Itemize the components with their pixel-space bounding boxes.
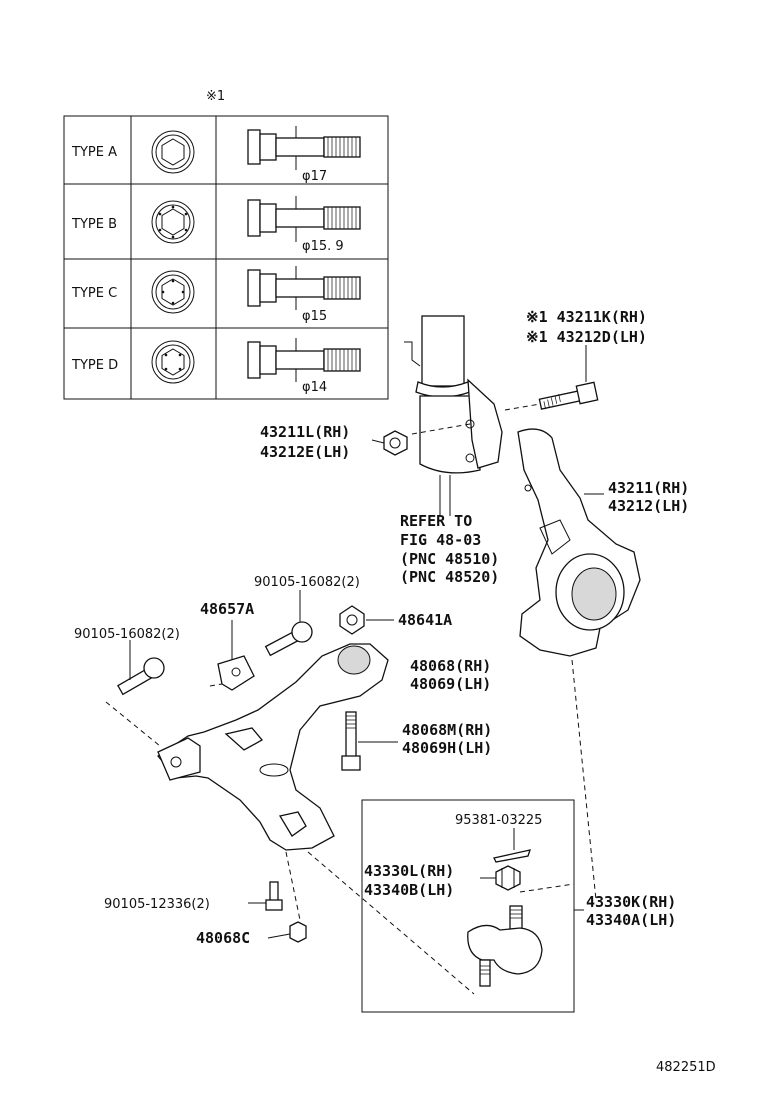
label-refer-3: (PNC 48510) bbox=[400, 550, 499, 568]
type-a-head-icon bbox=[151, 130, 195, 174]
arm-nut-icon bbox=[339, 605, 365, 635]
label-bolt-90105-c: 90105-12336(2) bbox=[104, 897, 210, 912]
label-ball-joint-rh: 43330K(RH) bbox=[586, 893, 676, 911]
type-b-label: TYPE B bbox=[71, 217, 117, 232]
ball-joint-icon bbox=[467, 905, 543, 987]
label-arm-bolt-rh: 48068M(RH) bbox=[402, 721, 492, 739]
label-nut-rh: 43211L(RH) bbox=[260, 423, 350, 441]
label-nut-lh: 43212E(LH) bbox=[260, 443, 350, 461]
type-a-label: TYPE A bbox=[71, 145, 117, 160]
label-arm-bolt-lh: 48069H(LH) bbox=[402, 739, 492, 757]
label-knuckle-lh: 43212(LH) bbox=[608, 497, 689, 515]
arm-bolt-icon bbox=[341, 711, 361, 771]
steering-knuckle bbox=[517, 428, 641, 657]
lower-control-arm bbox=[157, 643, 389, 851]
label-refer-4: (PNC 48520) bbox=[400, 568, 499, 586]
castle-nut-icon bbox=[495, 865, 521, 891]
strut-nut-icon bbox=[383, 430, 408, 456]
note-mark: ※1 bbox=[206, 89, 225, 104]
knuckle-bolt-icon bbox=[538, 381, 599, 410]
type-d-bolt-icon: φ14 bbox=[247, 338, 361, 395]
label-ball-joint-lh: 43340A(LH) bbox=[586, 911, 676, 929]
type-d-diameter: φ14 bbox=[302, 380, 327, 395]
type-b-bolt-icon: φ15. 9 bbox=[247, 196, 361, 254]
type-b-head-icon bbox=[151, 200, 195, 244]
label-arm-rh: 48068(RH) bbox=[410, 657, 491, 675]
cotter-pin-icon bbox=[493, 849, 531, 863]
bracket-icon bbox=[217, 655, 255, 691]
label-cotter-pin: 95381-03225 bbox=[455, 813, 542, 828]
bolt-types-table: TYPE A TYPE B TYPE C TYPE D bbox=[63, 115, 389, 400]
label-refer-2: FIG 48-03 bbox=[400, 531, 481, 549]
type-c-head-icon bbox=[151, 270, 195, 314]
label-knuckle-rh: 43211(RH) bbox=[608, 479, 689, 497]
strut-assembly bbox=[404, 315, 503, 516]
label-bolt-lh: ※1 43212D(LH) bbox=[526, 328, 647, 346]
lower-nut-icon bbox=[289, 921, 307, 943]
type-b-diameter: φ15. 9 bbox=[302, 239, 344, 254]
type-a-diameter: φ17 bbox=[302, 169, 327, 184]
label-bj-nut-lh: 43340B(LH) bbox=[364, 881, 454, 899]
type-c-diameter: φ15 bbox=[302, 309, 327, 324]
type-d-label: TYPE D bbox=[71, 358, 118, 373]
ball-joint-detail-box bbox=[361, 799, 575, 1013]
label-arm-lh: 48069(LH) bbox=[410, 675, 491, 693]
label-bolt-90105-a: 90105-16082(2) bbox=[254, 575, 360, 590]
bracket-bolt-upper-icon bbox=[264, 621, 313, 657]
type-d-head-icon bbox=[151, 340, 195, 384]
label-bolt-rh: ※1 43211K(RH) bbox=[526, 308, 647, 326]
label-refer-1: REFER TO bbox=[400, 512, 472, 530]
type-c-label: TYPE C bbox=[71, 286, 117, 301]
figure-id: 482251D bbox=[656, 1060, 716, 1075]
label-bolt-90105-b: 90105-16082(2) bbox=[74, 627, 180, 642]
label-nut-48068c: 48068C bbox=[196, 929, 250, 947]
label-nut-48641a: 48641A bbox=[398, 611, 452, 629]
label-bj-nut-rh: 43330L(RH) bbox=[364, 862, 454, 880]
lower-bolt-icon bbox=[265, 881, 283, 911]
bracket-bolt-left-icon bbox=[117, 657, 165, 696]
type-a-bolt-icon: φ17 bbox=[247, 126, 361, 184]
type-c-bolt-icon: φ15 bbox=[247, 266, 361, 324]
label-bracket: 48657A bbox=[200, 600, 254, 618]
